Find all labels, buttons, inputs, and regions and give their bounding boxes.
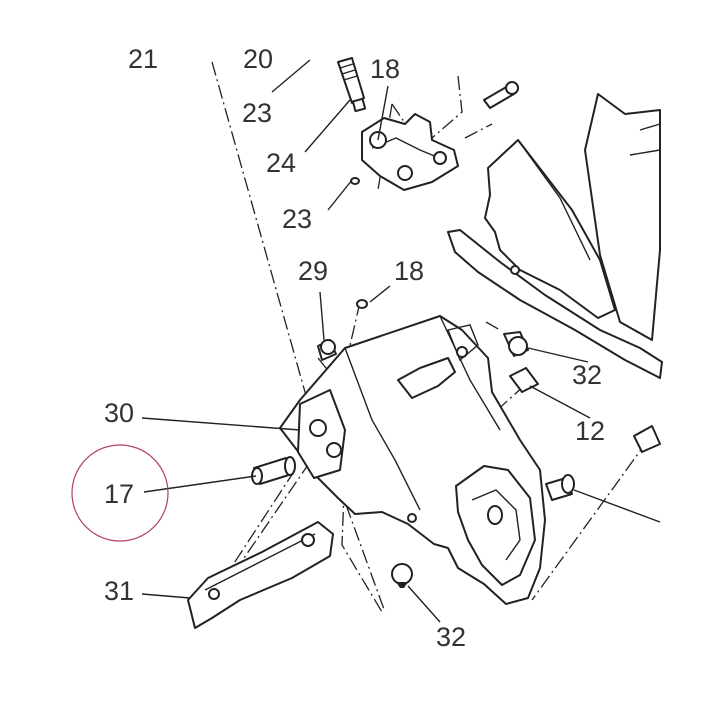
callout-30: 30 [104, 398, 134, 428]
highlight-circle [71, 444, 169, 542]
bolt-24 [337, 57, 367, 113]
leader-lines [141, 59, 661, 623]
lever-31 [187, 521, 334, 629]
side-cover [447, 93, 663, 379]
callout-20: 20 [243, 44, 273, 74]
main-bracket-30 [279, 315, 546, 605]
callout-labels: 21 20 18 23 24 23 29 18 32 12 30 17 31 3… [104, 44, 605, 652]
callout-12: 12 [575, 416, 605, 446]
callout-23-lower: 23 [282, 204, 312, 234]
callout-21: 21 [128, 44, 158, 74]
pin-upper-right [483, 81, 519, 109]
upper-bracket [350, 113, 459, 191]
callout-18-middle: 18 [394, 256, 424, 286]
callout-18-upper: 18 [370, 54, 400, 84]
callout-29: 29 [298, 256, 328, 286]
callout-24: 24 [266, 148, 296, 178]
callout-32-right: 32 [572, 360, 602, 390]
callout-32-bottom: 32 [436, 622, 466, 652]
callout-23-upper: 23 [242, 98, 272, 128]
hardware [251, 299, 661, 588]
callout-31: 31 [104, 576, 134, 606]
callout-17: 17 [104, 479, 134, 509]
